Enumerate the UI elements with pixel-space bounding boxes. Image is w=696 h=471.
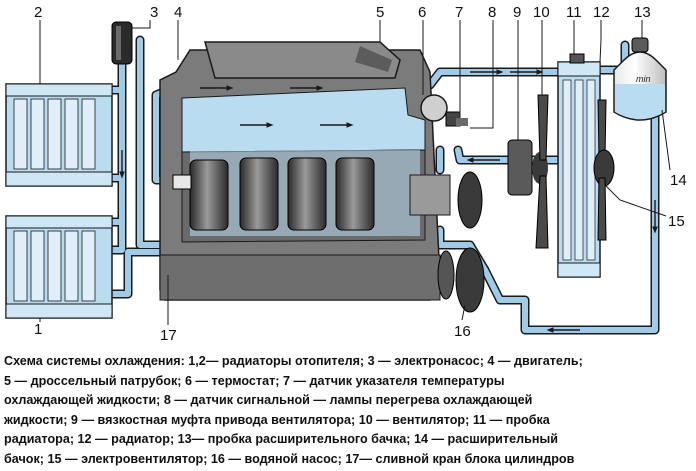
flow-arrows <box>119 69 658 333</box>
callout-numbers: 1 2 3 4 5 6 7 8 9 10 11 12 13 14 15 16 1… <box>34 4 687 344</box>
caption-line: бачок; 15 — электровентилятор; 16 — водя… <box>4 451 575 466</box>
callout-6: 6 <box>418 4 426 21</box>
leader-lines <box>39 20 671 325</box>
engine <box>159 49 441 301</box>
callout-1: 1 <box>34 321 42 338</box>
callout-4: 4 <box>174 4 182 21</box>
callout-16: 16 <box>454 323 471 340</box>
thermostat <box>420 94 468 127</box>
caption-line: радиатора; 12 — радиатор; 13— пробка рас… <box>4 432 558 447</box>
water-pump <box>409 171 485 313</box>
callout-3: 3 <box>150 4 158 21</box>
callout-7: 7 <box>455 4 463 21</box>
callout-8: 8 <box>488 4 496 21</box>
callout-17: 17 <box>160 327 177 344</box>
callout-15: 15 <box>668 213 685 230</box>
callout-11: 11 <box>566 4 582 21</box>
heater-radiator-2 <box>5 83 113 187</box>
callout-5: 5 <box>376 4 384 21</box>
caption-line: 5 — дроссельный патрубок; 6 — термостат;… <box>4 373 505 388</box>
callout-14: 14 <box>670 172 687 189</box>
callout-12: 12 <box>593 4 610 21</box>
callout-13: 13 <box>634 4 651 21</box>
electric-pump <box>111 21 133 65</box>
cooling-system-diagram: min 1 2 3 4 5 6 7 8 9 <box>5 4 687 344</box>
caption-line: жидкости; 9 — вязкостная муфта привода в… <box>4 412 550 427</box>
caption-line: Схема системы охлаждения: 1,2— радиаторы… <box>4 354 583 368</box>
diagram-caption: Схема системы охлаждения: 1,2— радиаторы… <box>4 352 692 470</box>
heater-radiator-1 <box>5 215 113 319</box>
fan <box>535 94 549 249</box>
callout-9: 9 <box>513 4 521 21</box>
callout-10: 10 <box>533 4 550 21</box>
throttle-body <box>204 41 401 79</box>
radiator <box>557 53 601 278</box>
caption-line: охлаждающей жидкости; 8 — датчик сигналь… <box>4 393 533 408</box>
callout-2: 2 <box>34 4 42 21</box>
electric-fan <box>593 99 615 241</box>
expansion-tank: min <box>613 37 667 121</box>
tank-min-label: min <box>636 74 651 84</box>
